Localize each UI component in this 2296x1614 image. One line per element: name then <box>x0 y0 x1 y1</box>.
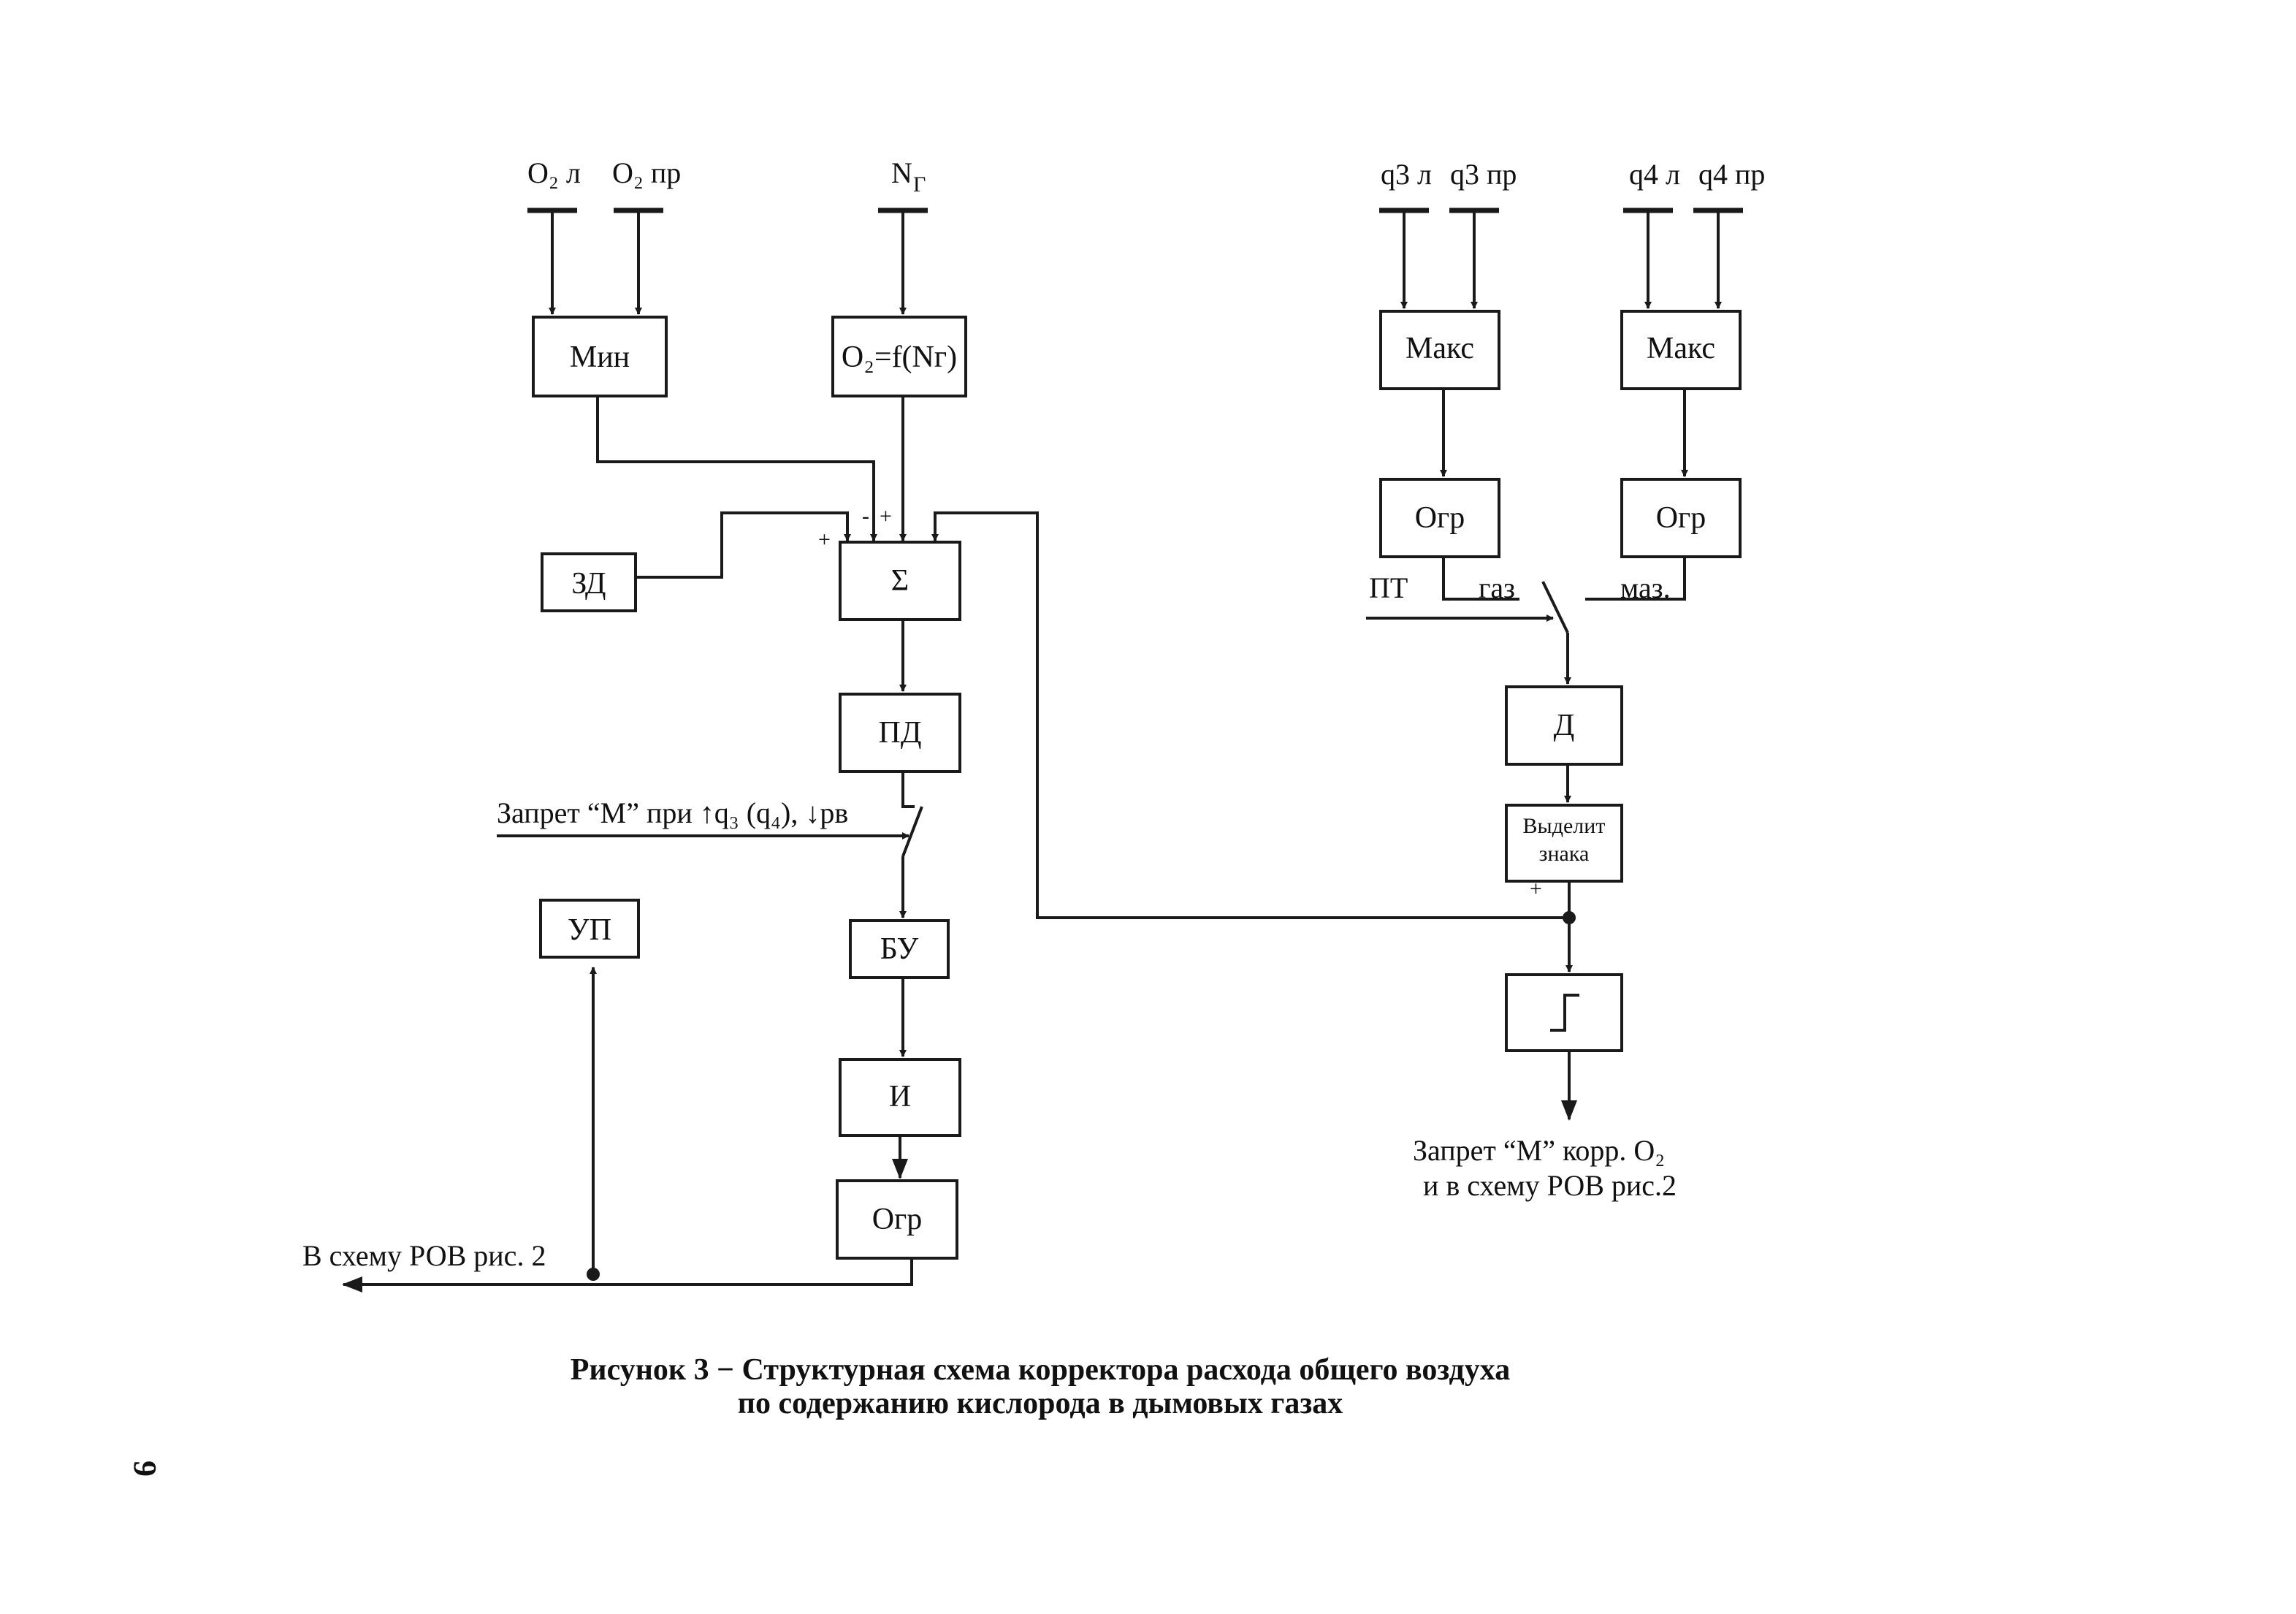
block-min: Мин <box>532 316 668 397</box>
block-ogr-left: Огр <box>836 1179 958 1260</box>
line-sign-feedback-to-sum <box>931 511 1569 919</box>
sum-sign-plus-left: + <box>818 528 831 552</box>
label-gaz: газ <box>1479 571 1515 604</box>
input-o2-l: O₂ л <box>527 156 581 189</box>
block-sum-label: Σ <box>891 564 909 598</box>
block-maks-q3-label: Макс <box>1406 332 1474 365</box>
line-zd-to-sum <box>636 511 851 579</box>
label-pt: ПТ <box>1369 571 1408 604</box>
input-n-g-main: N <box>891 156 912 189</box>
junction-right <box>1563 911 1576 924</box>
block-zd: ЗД <box>541 552 637 612</box>
block-sign-line1: Выделит <box>1523 814 1606 838</box>
block-up: УП <box>539 899 640 959</box>
switch-fuel <box>1366 557 1686 685</box>
block-bu-label: БУ <box>880 932 919 966</box>
block-ogr-q4: Огр <box>1620 478 1742 558</box>
line-min-to-sum <box>596 396 877 541</box>
block-maks-q3: Макс <box>1379 310 1500 390</box>
block-bu: БУ <box>849 919 950 979</box>
block-pd-label: ПД <box>879 716 922 750</box>
label-maz: маз. <box>1620 571 1671 604</box>
block-i: И <box>839 1058 961 1137</box>
switch-zapret <box>899 772 923 918</box>
page-number: 9 <box>127 1461 163 1477</box>
input-q3-l: q3 л <box>1381 158 1432 191</box>
block-sign-extract: Выделит знака <box>1505 804 1623 883</box>
block-ogr-q3: Огр <box>1379 478 1500 558</box>
input-n-g-sub: Г <box>913 172 926 197</box>
sum-sign-minus: - <box>862 504 869 528</box>
block-sum: Σ <box>839 541 961 621</box>
block-zd-label: ЗД <box>571 567 606 601</box>
sign-plus-label: + <box>1530 877 1542 901</box>
input-q4-l: q4 л <box>1629 158 1680 191</box>
input-q4-pr: q4 пр <box>1698 158 1765 191</box>
block-ogr-left-label: Огр <box>872 1203 923 1236</box>
block-min-label: Мин <box>570 340 630 374</box>
block-up-label: УП <box>568 913 611 947</box>
input-q3-pr: q3 пр <box>1450 158 1517 191</box>
block-d: Д <box>1505 685 1623 766</box>
relay-step-icon <box>1550 994 1579 1032</box>
label-zapret-m-q: Запрет “М” при ↑q₃ (q₄), ↓pв <box>497 796 848 829</box>
block-i-label: И <box>889 1080 911 1114</box>
block-o2-func: O₂=f(Nг) <box>831 316 967 397</box>
label-to-rov: В схему РОВ рис. 2 <box>302 1239 546 1272</box>
block-maks-q4: Макс <box>1620 310 1742 390</box>
input-n-g: N Г <box>891 156 926 197</box>
block-maks-q4-label: Макс <box>1647 332 1715 365</box>
block-d-label: Д <box>1554 709 1575 742</box>
caption-line1: Рисунок 3 − Структурная схема корректора… <box>571 1353 1510 1387</box>
block-ogr-q4-label: Огр <box>1656 501 1706 535</box>
caption-line2: по содержанию кислорода в дымовых газах <box>738 1387 1343 1420</box>
line-output-rov <box>342 1258 913 1293</box>
label-zapret-out-2: и в схему РОВ рис.2 <box>1423 1169 1677 1202</box>
input-o2-pr: O₂ пр <box>612 156 681 189</box>
block-o2-func-label: O₂=f(Nг) <box>842 340 957 374</box>
block-sign-line2: знака <box>1539 842 1590 866</box>
block-relay <box>1505 973 1623 1052</box>
block-ogr-q3-label: Огр <box>1415 501 1465 535</box>
block-pd: ПД <box>839 693 961 773</box>
sum-sign-plus-right: + <box>880 504 892 528</box>
label-zapret-out-1: Запрет “М” корр. O₂ <box>1413 1134 1665 1167</box>
